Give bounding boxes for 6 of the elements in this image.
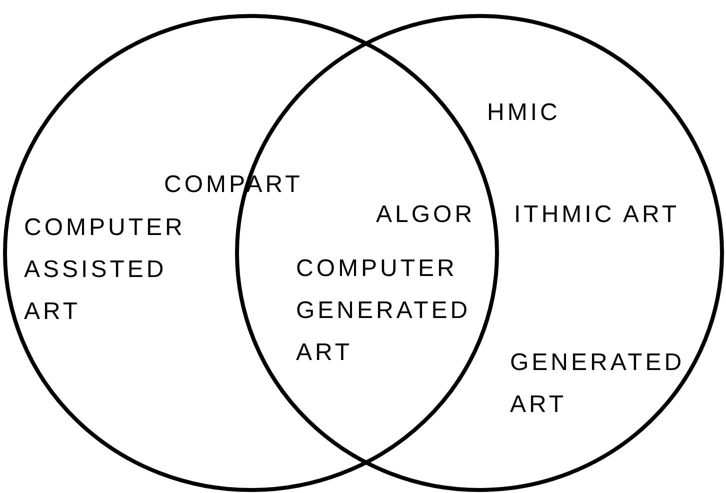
- region-label: ALGOR: [376, 200, 476, 230]
- region-label: COMPUTER ASSISTED ART: [24, 213, 186, 327]
- region-label: ITHMIC ART: [514, 200, 680, 230]
- region-label: COMPUTER GENERATED ART: [296, 254, 471, 368]
- region-label: GENERATED ART: [510, 348, 685, 420]
- region-label: HMIC: [487, 98, 560, 128]
